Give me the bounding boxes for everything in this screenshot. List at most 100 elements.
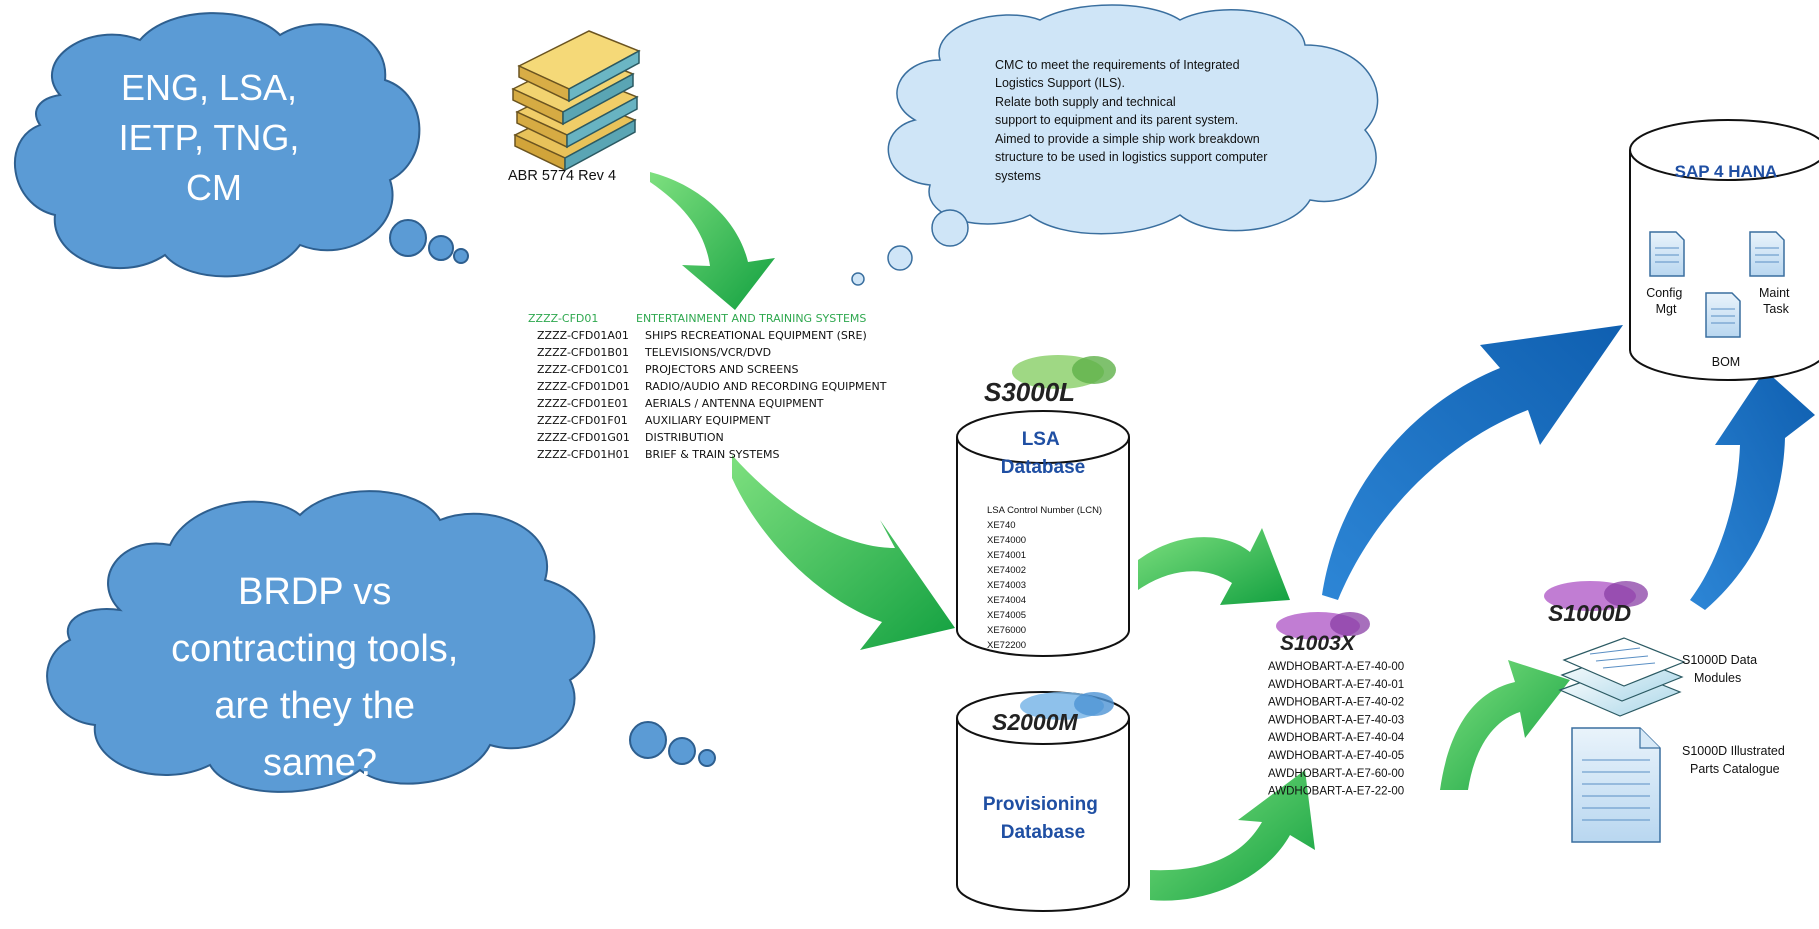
document-icon	[1649, 231, 1685, 277]
s1003x-item: AWDHOBART-A-E7-40-00	[1268, 661, 1404, 673]
lsa-db-title: Database	[1001, 457, 1086, 478]
arrow-green-list-to-lsa	[732, 455, 955, 650]
svg-text:ENG, LSA, IETP, TNG,: ENG, LSA, IETP, TNG, CM	[119, 67, 310, 208]
svg-text:Config Mgt: Config Mgt	[1646, 286, 1686, 316]
svg-text:BRDP vs contracting tool: BRDP vs contracting tools, are they the …	[171, 571, 469, 784]
arrow-green-lsa-to-s1003x	[1138, 528, 1290, 605]
cfd-item-name: AUXILIARY EQUIPMENT	[645, 414, 771, 427]
prov-db-title: Database	[1001, 822, 1086, 843]
note-line: Aimed to provide a simple ship work brea…	[995, 132, 1260, 146]
cfd-item-name: BRIEF & TRAIN SYSTEMS	[645, 448, 780, 461]
lsa-item: XE740	[987, 520, 1016, 531]
note-line: systems	[995, 169, 1041, 183]
cfd-item-name: PROJECTORS AND SCREENS	[645, 363, 798, 376]
cfd-header-name: ENTERTAINMENT AND TRAINING SYSTEMS	[636, 312, 866, 325]
provisioning-database: S2000M Provisioning Database	[956, 691, 1130, 912]
s1003x-item: AWDHOBART-A-E7-60-00	[1268, 768, 1404, 780]
arrow-blue-s1003x-to-sap	[1322, 325, 1623, 600]
cfd-item-name: DISTRIBUTION	[645, 431, 724, 444]
sap-database: SAP 4 HANA Config Mgt Maint Task	[1629, 119, 1819, 381]
lsa-item: XE74003	[987, 580, 1026, 591]
s1003x-items: AWDHOBART-A-E7-40-00AWDHOBART-A-E7-40-01…	[1268, 661, 1405, 798]
cfd-item-name: TELEVISIONS/VCR/DVD	[644, 346, 771, 359]
lsa-item: XE76000	[987, 625, 1026, 636]
cfd-item-code: ZZZZ-CFD01G01	[537, 431, 630, 444]
arrow-green-s1003x-to-s1000d	[1440, 660, 1570, 790]
s1003x-item: AWDHOBART-A-E7-40-01	[1268, 679, 1404, 691]
arrow-green-books-to-list	[650, 172, 775, 310]
arrow-green-prov-to-s1003x	[1150, 770, 1315, 901]
cfd-list: ZZZZ-CFD01 ENTERTAINMENT AND TRAINING SY…	[528, 312, 887, 461]
sap-doc-label: BOM	[1712, 355, 1740, 369]
prov-db-title: Provisioning	[983, 794, 1098, 815]
s3000l-logo: S3000L	[984, 355, 1116, 407]
cloud-bottom-left-line: same?	[263, 742, 377, 784]
cloud-top-left-line: IETP, TNG,	[119, 117, 300, 158]
s1000d-ipc-label: Parts Catalogue	[1690, 762, 1780, 776]
parts-catalogue-icon	[1571, 727, 1661, 843]
lsa-item: XE74000	[987, 535, 1026, 546]
sap-doc-label: Maint	[1759, 286, 1790, 300]
note-line: CMC to meet the requirements of Integrat…	[995, 58, 1240, 72]
cfd-item-code: ZZZZ-CFD01B01	[537, 346, 629, 359]
svg-text:Provisioning Database: Provisioning Database	[983, 794, 1103, 843]
lsa-item: XE74001	[987, 550, 1026, 561]
cloud-bottom-left-line: contracting tools,	[171, 628, 458, 670]
cfd-item-code: ZZZZ-CFD01A01	[537, 329, 629, 342]
cloud-bottom-left: BRDP vs contracting tools, are they the …	[46, 490, 716, 793]
svg-text:CMC to meet the requirements o: CMC to meet the requirements of Integrat…	[995, 58, 1271, 183]
cloud-top-left-line: CM	[186, 167, 242, 208]
cfd-item-name: AERIALS / ANTENNA EQUIPMENT	[645, 397, 824, 410]
note-line: support to equipment and its parent syst…	[995, 113, 1238, 127]
s1000d-data-modules-label: Modules	[1694, 671, 1741, 685]
s1003x-item: AWDHOBART-A-E7-40-02	[1268, 697, 1404, 709]
cfd-item-code: ZZZZ-CFD01H01	[537, 448, 630, 461]
s1003x-item: AWDHOBART-A-E7-22-00	[1268, 786, 1404, 798]
cfd-header-code: ZZZZ-CFD01	[528, 312, 598, 325]
cloud-top-left-line: ENG, LSA,	[121, 67, 297, 108]
svg-text:S3000L: S3000L	[984, 377, 1075, 407]
cfd-item-code: ZZZZ-CFD01C01	[537, 363, 629, 376]
cfd-item-code: ZZZZ-CFD01E01	[537, 397, 628, 410]
s2000m-logo: S2000M	[992, 692, 1114, 735]
s1003x-item: AWDHOBART-A-E7-40-04	[1268, 732, 1405, 744]
s1003x-item: AWDHOBART-A-E7-40-05	[1268, 750, 1404, 762]
cloud-bottom-left-line: are they the	[214, 685, 415, 727]
cfd-item-code: ZZZZ-CFD01F01	[537, 414, 628, 427]
svg-text:S1000D Illustrated Parts: S1000D Illustrated Parts Catalogue	[1682, 744, 1788, 776]
svg-text:LSA Database: LSA Database	[1001, 429, 1086, 478]
books-icon: ABR 5774 Rev 4	[508, 30, 641, 184]
cfd-item-code: ZZZZ-CFD01D01	[537, 380, 630, 393]
note-line: Relate both supply and technical	[995, 95, 1176, 109]
cfd-item-name: SHIPS RECREATIONAL EQUIPMENT (SRE)	[645, 329, 867, 342]
s1003x-block: S1003X AWDHOBART-A-E7-40-00AWDHOBART-A-E…	[1268, 612, 1405, 798]
s1000d-logo: S1000D	[1544, 581, 1648, 626]
lsa-item: LSA Control Number (LCN)	[987, 505, 1102, 516]
sap-title: SAP 4 HANA	[1675, 162, 1778, 181]
svg-text:S1003X: S1003X	[1280, 632, 1357, 655]
svg-text:S1000D: S1000D	[1548, 600, 1631, 626]
sap-doc-label: Task	[1763, 302, 1789, 316]
arrow-blue-s1000d-to-sap	[1690, 370, 1815, 610]
s1003x-logo: S1003X	[1276, 612, 1370, 655]
lsa-database: S3000L LSA Database LSA Control Number (…	[956, 355, 1130, 657]
lsa-items: LSA Control Number (LCN) XE740XE74000XE74…	[987, 505, 1102, 651]
document-icon	[1705, 292, 1741, 338]
document-icon	[1749, 231, 1785, 277]
svg-text:S1000D Data Modules: S1000D Data Modules	[1682, 653, 1761, 685]
cfd-rows: ZZZZ-CFD01A01 SHIPS RECREATIONAL EQUIPMEN…	[537, 329, 887, 461]
s1000d-ipc-label: S1000D Illustrated	[1682, 744, 1785, 758]
books-caption: ABR 5774 Rev 4	[508, 168, 616, 184]
cfd-item-name: RADIO/AUDIO AND RECORDING EQUIPMENT	[645, 380, 887, 393]
lsa-item: XE74002	[987, 565, 1026, 576]
lsa-db-title: LSA	[1022, 429, 1060, 450]
lsa-item: XE74004	[987, 595, 1026, 606]
cloud-note: CMC to meet the requirements of Integrat…	[851, 4, 1379, 286]
svg-text:Maint Task: Maint Task	[1759, 286, 1793, 316]
s1000d-data-modules-label: S1000D Data	[1682, 653, 1757, 667]
data-modules-icon	[1558, 637, 1686, 717]
s1000d-block: S1000D S1000D Data Modules S1000	[1544, 581, 1788, 843]
svg-text:S2000M: S2000M	[992, 709, 1079, 735]
